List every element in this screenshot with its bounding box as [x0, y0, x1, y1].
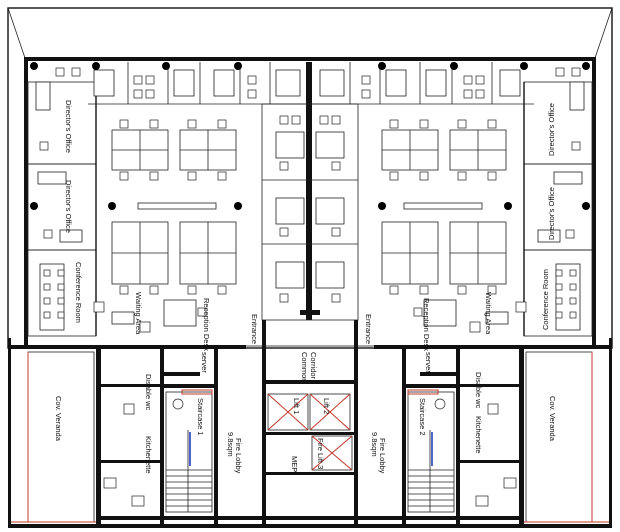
label-directors-office-right-mid: Director's Office [547, 187, 556, 240]
label-kitchenette-right: Kitchenette [474, 416, 483, 454]
label-kitchenette-left: Kitchenette [144, 436, 153, 474]
label-reception-desk-left: Reception Desk [202, 298, 211, 351]
room-labels: Director's Office Director's Office Conf… [54, 100, 557, 474]
label-conference-room-right: Conference Room [541, 269, 550, 330]
label-disable-wc-right: Disable wc [474, 372, 483, 409]
label-common-corridor-line: Common [300, 352, 309, 382]
label-reception-desk-right: Reception Desk [422, 298, 431, 351]
label-directors-office-right-top: Director's Office [547, 103, 556, 156]
label-waiting-area-right: Waiting Area [484, 292, 493, 335]
left-offices [27, 81, 97, 337]
wc-fixtures [103, 398, 517, 507]
label-staircase-2: Staircase 2 [418, 398, 427, 436]
columns [30, 62, 590, 210]
reception-desks [111, 299, 509, 327]
label-lift-2: Lift 2 [322, 398, 331, 414]
label-fire-lobby-right: Fire Lobby [378, 438, 387, 474]
core-walls [8, 320, 612, 528]
label-staircase-1: Staircase 1 [196, 398, 205, 436]
lifts [267, 393, 353, 471]
workstations-right [381, 129, 507, 285]
workstations-left [111, 129, 237, 285]
label-fire-lobby-area-left: 9.8sqm [226, 432, 235, 457]
label-cov-veranda-right: Cov. Veranda [548, 396, 557, 442]
label-entrance-right: Entrance [364, 314, 373, 344]
central-meeting [261, 103, 359, 321]
label-conference-room-left: Conference Room [74, 262, 83, 323]
label-fire-lobby-left: Fire Lobby [234, 438, 243, 474]
label-disable-wc-left: Disable wc [144, 374, 153, 411]
stair-treads [166, 469, 454, 507]
label-fire-lobby-area-right: 9.8sqm [370, 432, 379, 457]
label-common-corridor-line: Corridor [309, 352, 318, 380]
label-cov-veranda-left: Cov. Veranda [54, 396, 63, 442]
label-waiting-area-left: Waiting Area [134, 292, 143, 335]
verandas [11, 351, 609, 523]
label-entrance-left: Entrance [250, 314, 259, 344]
main-walls [8, 57, 612, 528]
label-common-corridor: CommonCorridor [300, 352, 318, 382]
label-server-left: server [200, 352, 209, 373]
label-fire-lift-3: Fire Lift 3 [316, 438, 325, 469]
label-directors-office-left-top: Director's Office [64, 100, 73, 153]
chairs [39, 67, 581, 333]
label-server-right: server [424, 352, 433, 373]
label-lift-1: Lift 1 [292, 398, 301, 414]
right-offices [523, 81, 593, 337]
label-mep: MEP [290, 456, 299, 472]
label-directors-office-left-mid: Director's Office [64, 180, 73, 233]
staircases [165, 389, 455, 513]
